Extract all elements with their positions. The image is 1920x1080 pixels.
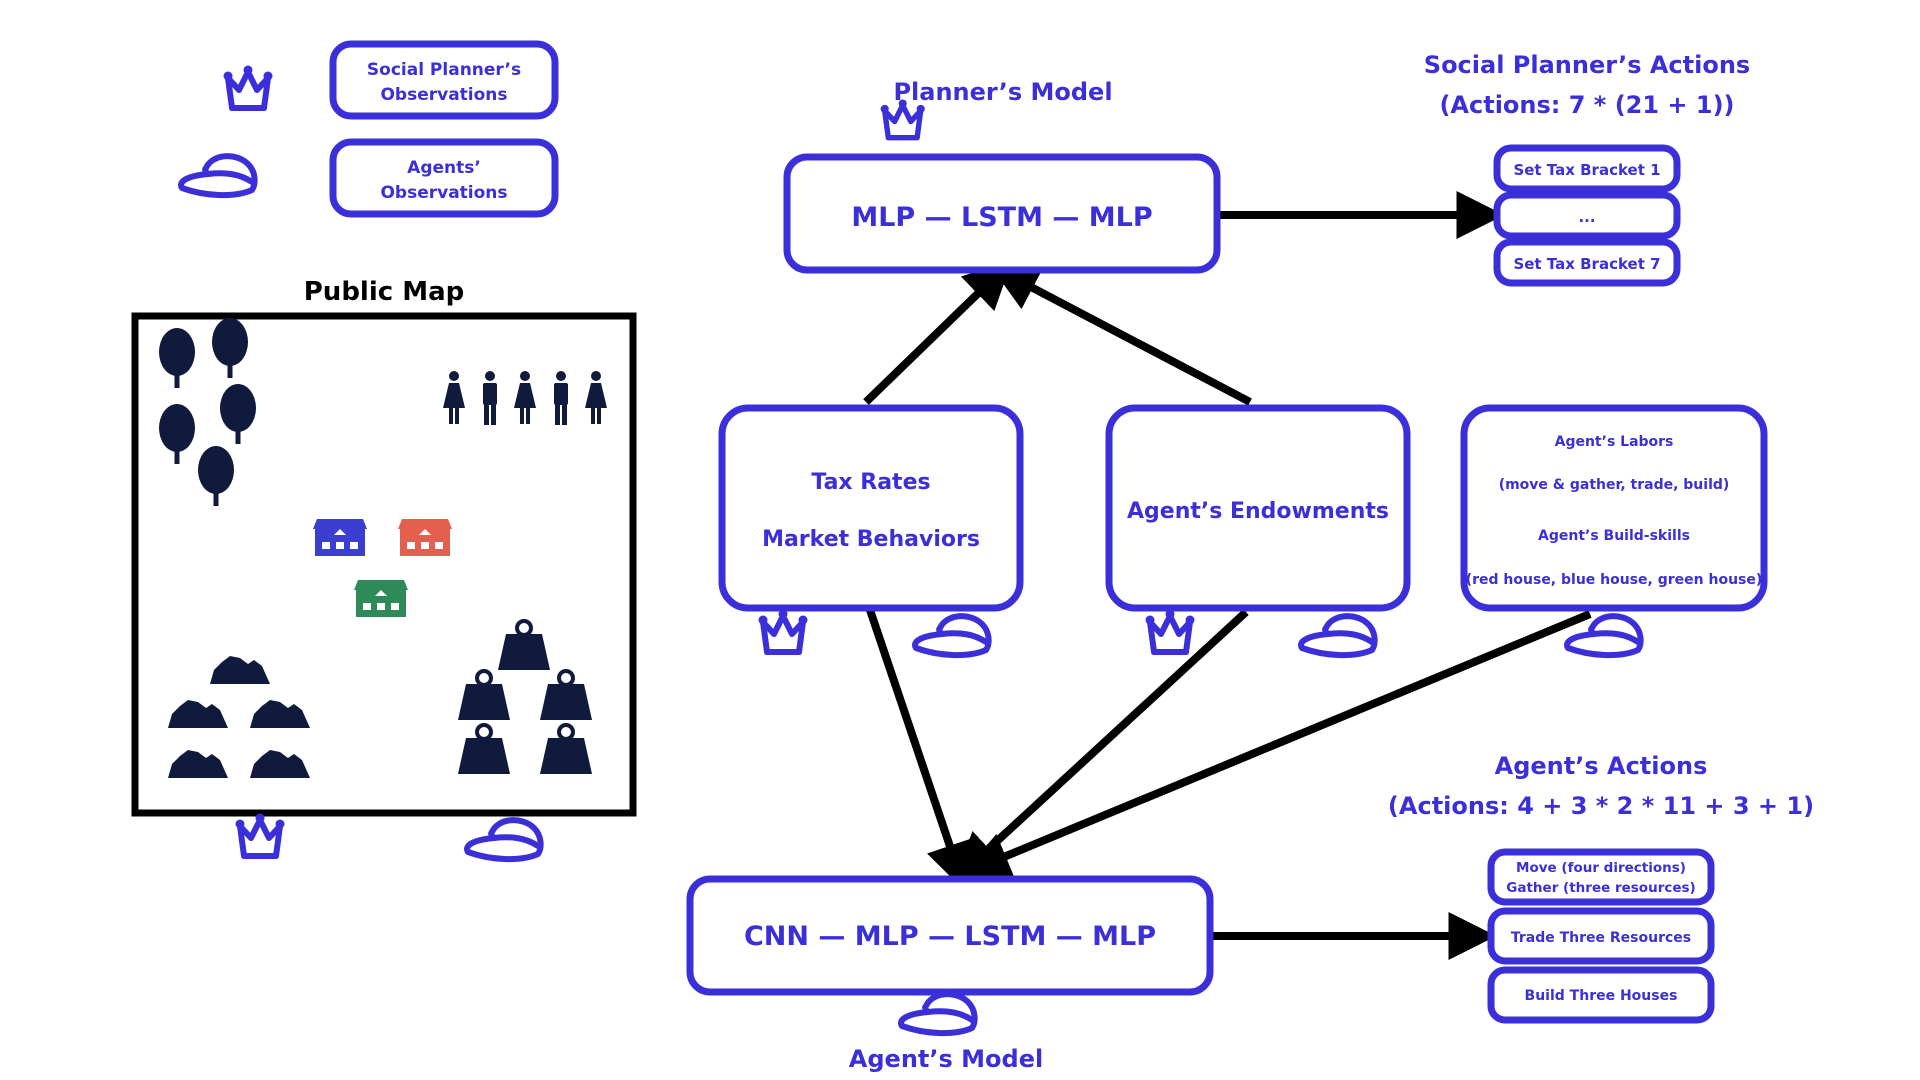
planner-actions-title: Social Planner’s Actions: [1424, 51, 1750, 79]
agent-observations-legend-box: [329, 138, 559, 218]
planner-model-architecture: MLP — LSTM — MLP: [851, 202, 1152, 233]
planner-model-title: Planner’s Model: [893, 78, 1112, 106]
blue-house-icon: [313, 519, 367, 556]
agent-action-item: [1487, 848, 1715, 906]
planner-actions-subtitle: (Actions: 7 * (21 + 1)): [1439, 91, 1734, 119]
agent-model-title: Agent’s Model: [849, 1045, 1043, 1073]
cap-icon: [901, 994, 975, 1033]
agent-action-item: [1487, 907, 1715, 965]
agent-action-trade-label: Trade Three Resources: [1511, 930, 1691, 946]
labors-skills-box: [1460, 404, 1768, 612]
cap-icon: [467, 820, 541, 859]
agent-action-item: [1487, 966, 1715, 1024]
agent-action-build-label: Build Three Houses: [1525, 988, 1678, 1004]
planner-observations-legend-box: [329, 40, 559, 120]
green-house-icon: [354, 580, 408, 617]
planner-action-item-label: Set Tax Bracket 7: [1513, 255, 1660, 273]
labors-label: Agent’s Labors: [1555, 434, 1674, 450]
planner-action-item-label: Set Tax Bracket 1: [1513, 161, 1660, 179]
endowments-box: [1105, 404, 1411, 612]
planner-action-item-label: ...: [1578, 208, 1595, 226]
arrow-tax-to-planner: [863, 260, 1013, 405]
agent-actions-subtitle: (Actions: 4 + 3 * 2 * 11 + 3 + 1): [1388, 792, 1814, 820]
planner-action-item: [1493, 144, 1681, 193]
crown-icon: [759, 610, 808, 653]
tax-market-box: [718, 404, 1024, 612]
planner-observations-legend-label-2: Observations: [380, 85, 507, 105]
agent-action-move-label: Move (four directions): [1516, 860, 1686, 876]
crown-icon: [224, 66, 273, 109]
endowments-label: Agent’s Endowments: [1127, 499, 1389, 524]
public-map-frame: [131, 312, 637, 817]
crown-icon: [236, 814, 285, 857]
cap-icon: [1301, 616, 1375, 655]
planner-action-item: [1493, 238, 1681, 287]
planner-observations-legend-label-1: Social Planner’s: [367, 60, 521, 80]
red-house-icon: [398, 519, 452, 556]
agent-action-gather-label: Gather (three resources): [1506, 880, 1695, 896]
agent-observations-legend-label-2: Observations: [380, 183, 507, 203]
agent-actions-title: Agent’s Actions: [1495, 752, 1708, 780]
build-skills-label: Agent’s Build-skills: [1538, 528, 1690, 544]
arrow-endowments-to-agent: [953, 609, 1249, 882]
planner-action-item: [1493, 191, 1681, 240]
planner-model-box: [783, 153, 1221, 274]
cap-icon: [915, 616, 989, 655]
arrow-endowments-to-planner: [990, 265, 1252, 406]
crown-icon: [1146, 610, 1195, 653]
build-skills-detail: (red house, blue house, green house): [1466, 572, 1763, 588]
cap-icon: [181, 156, 255, 195]
public-map-title: Public Map: [304, 277, 465, 307]
tax-rates-label: Tax Rates: [811, 470, 930, 495]
arrows: [863, 191, 1592, 960]
agent-observations-legend-label-1: Agents’: [407, 158, 481, 178]
market-behaviors-label: Market Behaviors: [762, 527, 980, 552]
labors-detail: (move & gather, trade, build): [1499, 477, 1730, 493]
agent-model-architecture: CNN — MLP — LSTM — MLP: [744, 921, 1156, 952]
arrow-tax-to-agent: [866, 608, 973, 892]
arrow-labors-to-agent: [961, 610, 1592, 879]
